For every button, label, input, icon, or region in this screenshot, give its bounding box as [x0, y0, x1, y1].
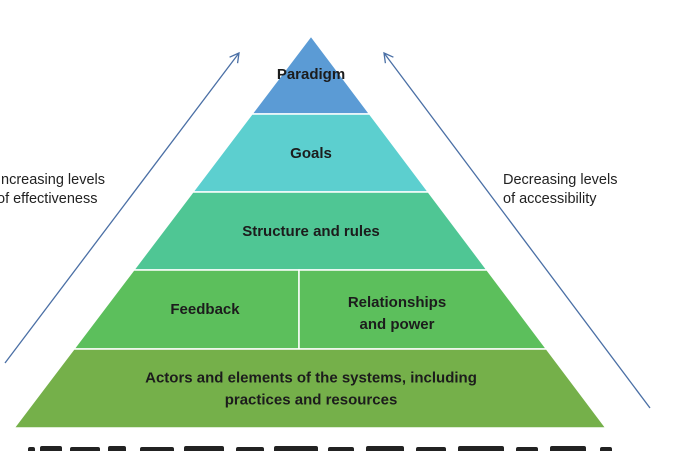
right-axis-label: Decreasing levels of accessibility: [503, 171, 617, 209]
left-increase-arrow: [4, 51, 240, 364]
cropped-caption-glyphs: [28, 446, 612, 451]
left-axis-label-line2: of effectiveness: [0, 191, 98, 207]
label-actors-elements-line1: Actors and elements of the systems, incl…: [145, 370, 477, 387]
left-axis-label-line1: Increasing levels: [0, 172, 105, 188]
label-actors-elements-line2: practices and resources: [225, 392, 398, 409]
cropped-caption-text: [10, 440, 688, 451]
label-relationships-power-line2: and power: [359, 316, 434, 333]
right-decrease-arrow: [383, 51, 651, 409]
label-feedback-line1: Feedback: [170, 301, 240, 318]
label-relationships-power-line1: Relationships: [348, 294, 446, 311]
level-actors-elements: [12, 348, 608, 429]
right-axis-label-line1: Decreasing levels: [503, 172, 618, 188]
label-structure-rules-line1: Structure and rules: [242, 223, 380, 240]
label-paradigm-line1: Paradigm: [277, 66, 345, 83]
right-axis-label-line2: of accessibility: [503, 191, 597, 207]
label-goals-line1: Goals: [290, 145, 332, 162]
left-axis-label: Increasing levels of effectiveness: [0, 171, 105, 209]
